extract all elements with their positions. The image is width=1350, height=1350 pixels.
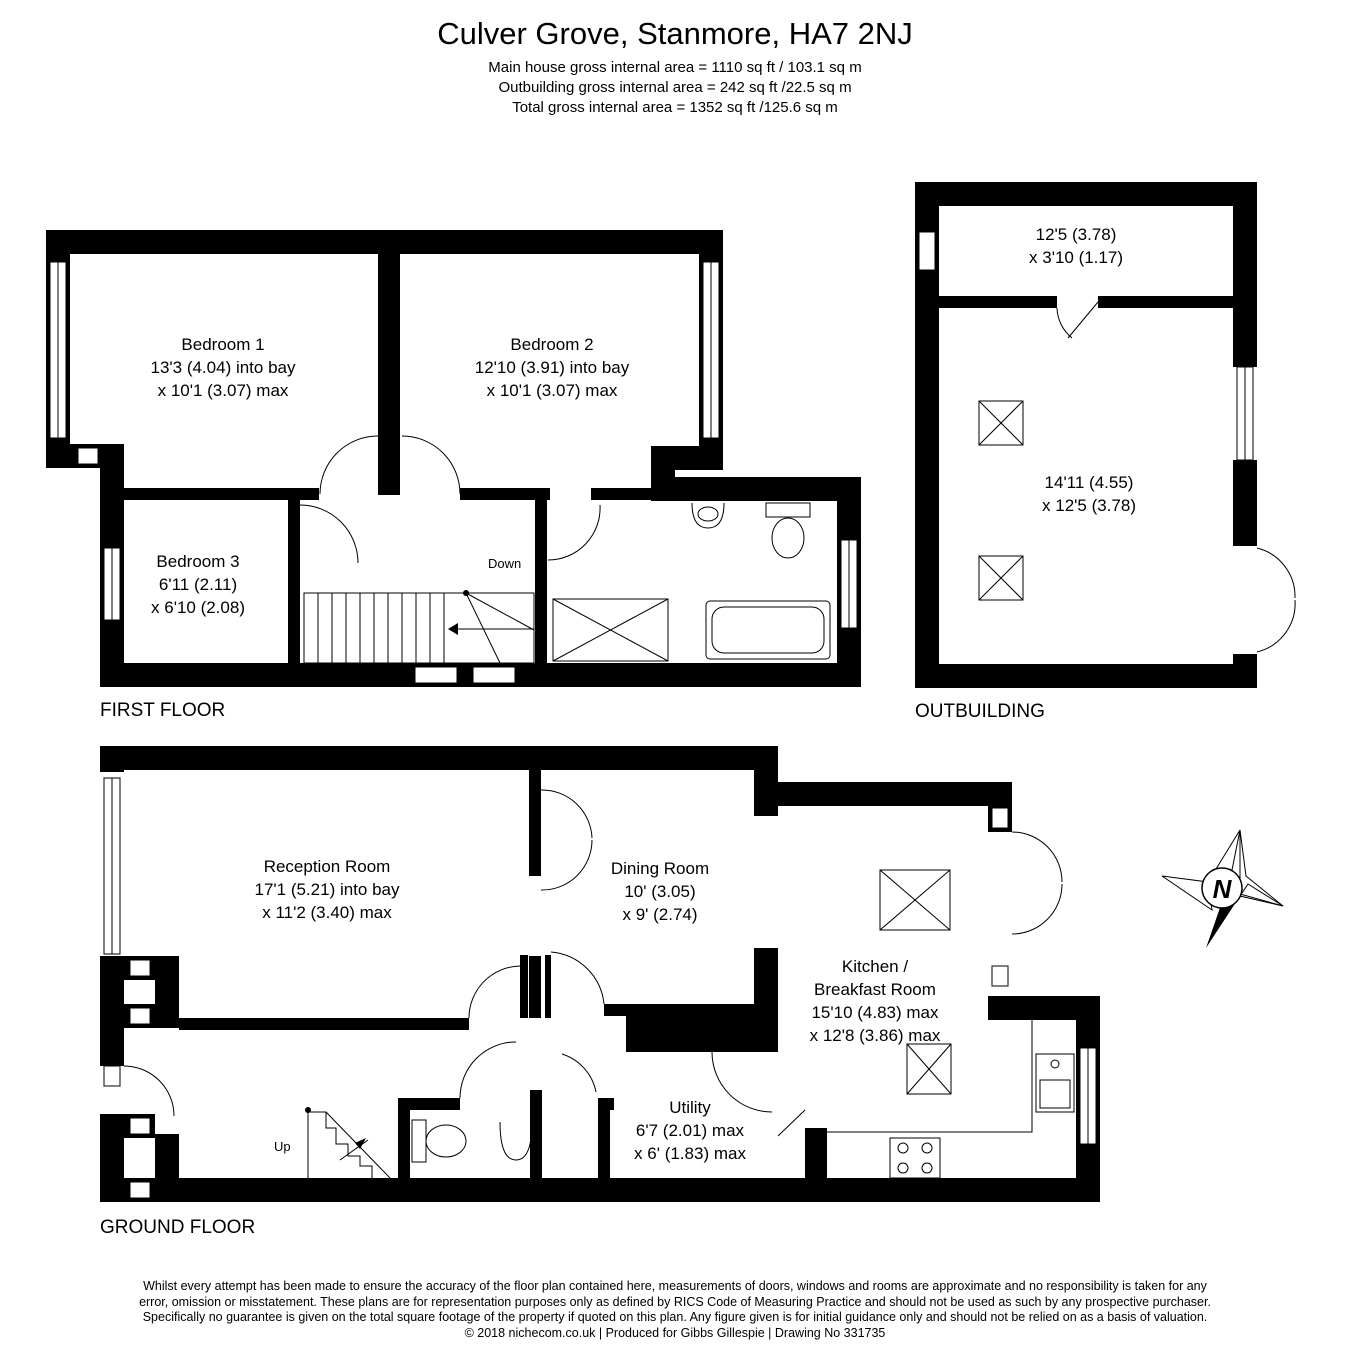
first-floor-label: FIRST FLOOR	[100, 700, 225, 721]
outbuilding-windows-doors	[918, 231, 1296, 653]
disclaimer: Whilst every attempt has been made to en…	[60, 1279, 1290, 1341]
ground-floor-plan	[100, 746, 1100, 1202]
first-floor-bathroom	[552, 502, 831, 662]
disclaimer-line: error, omission or misstatement. These p…	[139, 1294, 1211, 1309]
bedroom2-dim2: x 10'1 (3.07) max	[487, 381, 618, 400]
outbuilding-dim2: x 12'5 (3.78)	[1042, 496, 1136, 515]
bedroom1-dim2: x 10'1 (3.07) max	[158, 381, 289, 400]
outbuilding-area: Outbuilding gross internal area = 242 sq…	[498, 79, 852, 96]
floor-labels: FIRST FLOOR OUTBUILDING GROUND FLOOR	[100, 700, 1045, 1238]
dining-dim2: x 9' (2.74)	[622, 905, 697, 924]
stairs-down-label: Down	[488, 556, 521, 571]
main-house-area: Main house gross internal area = 1110 sq…	[488, 59, 862, 76]
ground-floor-fittings	[305, 869, 1075, 1179]
first-floor-windows	[49, 261, 858, 684]
ground-floor-label: GROUND FLOOR	[100, 1217, 255, 1238]
bedroom2-name: Bedroom 2	[510, 335, 593, 354]
room-labels: Bedroom 1 13'3 (4.04) into bay x 10'1 (3…	[150, 225, 1232, 1163]
plan-title: Culver Grove, Stanmore, HA7 2NJ	[437, 16, 913, 51]
reception-name: Reception Room	[264, 857, 391, 876]
kitchen-dim1: 15'10 (4.83) max	[811, 1003, 939, 1022]
first-floor-doors	[299, 435, 601, 564]
bedroom1-dim1: 13'3 (4.04) into bay	[150, 358, 296, 377]
stairs-up-label: Up	[274, 1139, 291, 1154]
kitchen-name-1: Kitchen /	[842, 957, 908, 976]
disclaimer-line: Whilst every attempt has been made to en…	[143, 1279, 1207, 1293]
outbuilding-dim1: 14'11 (4.55)	[1045, 473, 1134, 492]
first-floor-stairs	[303, 590, 535, 664]
bedroom3-name: Bedroom 3	[156, 552, 239, 571]
bedroom3-dim2: x 6'10 (2.08)	[151, 598, 245, 617]
first-floor-plan	[46, 230, 861, 687]
utility-dim2: x 6' (1.83) max	[634, 1144, 746, 1163]
outbuilding-plan	[915, 182, 1257, 688]
store-dim1: 12'5 (3.78)	[1036, 225, 1117, 244]
bedroom1-name: Bedroom 1	[181, 335, 264, 354]
compass-north-label: N	[1213, 874, 1233, 904]
utility-name: Utility	[669, 1098, 711, 1117]
ground-floor-doors	[123, 789, 1063, 1137]
kitchen-name-2: Breakfast Room	[814, 980, 936, 999]
reception-dim1: 17'1 (5.21) into bay	[254, 880, 400, 899]
dining-dim1: 10' (3.05)	[624, 882, 695, 901]
disclaimer-line: Specifically no guarantee is given on th…	[142, 1310, 1208, 1324]
total-area: Total gross internal area = 1352 sq ft /…	[512, 99, 838, 116]
kitchen-dim2: x 12'8 (3.86) max	[810, 1026, 941, 1045]
compass-icon	[1161, 829, 1284, 948]
bedroom2-dim1: 12'10 (3.91) into bay	[475, 358, 630, 377]
ground-floor-windows	[103, 777, 1097, 1199]
dining-name: Dining Room	[611, 859, 709, 878]
store-dim2: x 3'10 (1.17)	[1029, 248, 1123, 267]
outbuilding-label: OUTBUILDING	[915, 701, 1045, 722]
utility-dim1: 6'7 (2.01) max	[636, 1121, 745, 1140]
copyright-line: © 2018 nichecom.co.uk | Produced for Gib…	[464, 1325, 886, 1340]
bedroom3-dim1: 6'11 (2.11)	[159, 575, 237, 594]
reception-dim2: x 11'2 (3.40) max	[262, 903, 392, 922]
